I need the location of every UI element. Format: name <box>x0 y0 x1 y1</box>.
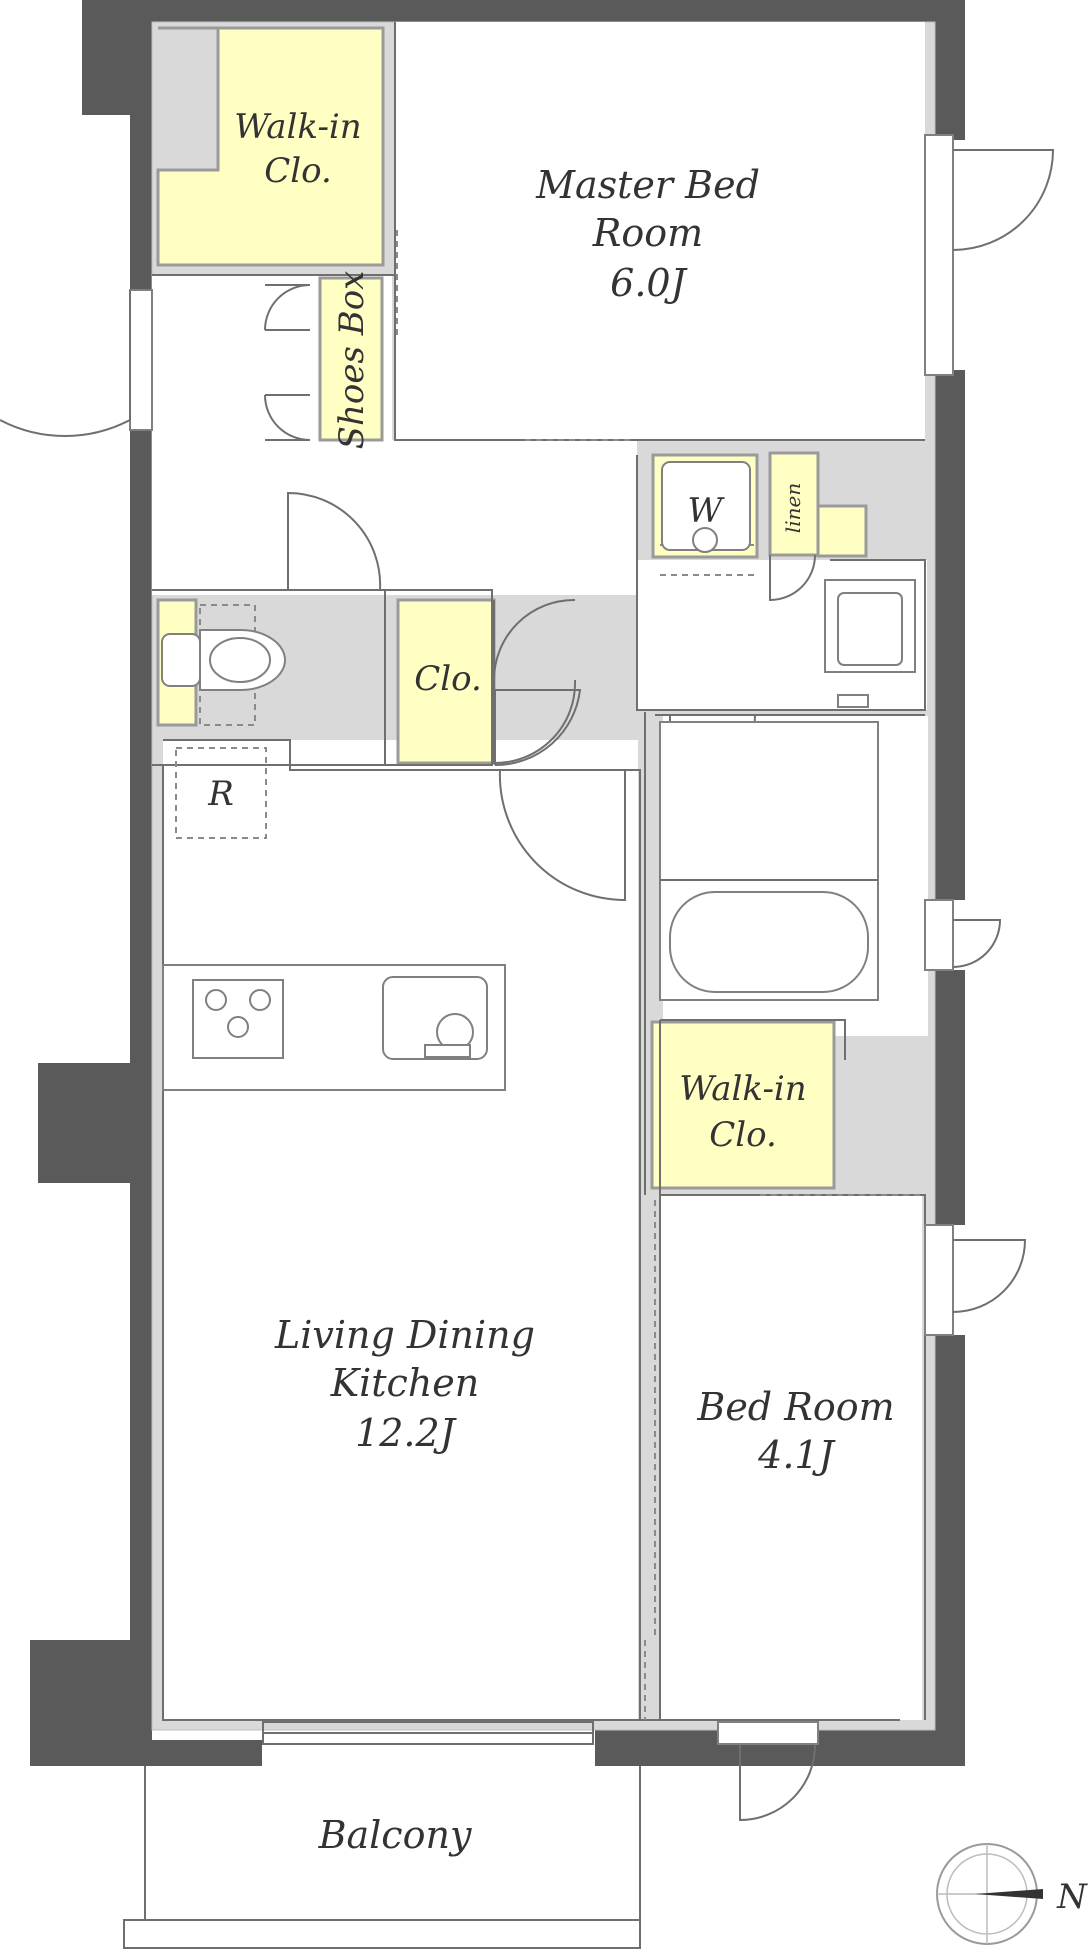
shoes-box <box>318 276 384 442</box>
closets <box>156 26 868 1190</box>
walk-in-closet-mid-label-2: Clo. <box>709 1115 777 1155</box>
dashed-lines <box>175 230 925 1720</box>
walk-in-closet-mid-label: Walk-in <box>679 1069 806 1109</box>
bed-room-label: Bed Room <box>696 1385 894 1429</box>
walk-in-closet-top-label: Walk-in <box>234 107 361 147</box>
compass: N <box>936 1843 1088 1945</box>
windows <box>129 134 954 1745</box>
walk-in-closet-top-label-2: Clo. <box>264 151 332 191</box>
north-arrow-icon <box>975 1889 1043 1899</box>
bed-room-size: 4.1J <box>757 1433 835 1477</box>
balcony <box>123 1721 641 1949</box>
ldk-size: 12.2J <box>355 1411 457 1455</box>
fridge-label: R <box>207 774 234 814</box>
door-swings <box>0 149 1055 1822</box>
kitchen-counter <box>162 964 506 1091</box>
walk-in-closet-top <box>156 26 385 267</box>
room-labels: Master Bed Room 6.0J Walk-in Clo. Shoes … <box>207 107 894 1857</box>
balcony-label: Balcony <box>318 1813 472 1857</box>
closet-center <box>396 598 496 765</box>
linen-closet <box>768 451 820 557</box>
linen-label: linen <box>781 483 805 533</box>
north-letter: N <box>1056 1877 1088 1917</box>
bathtub <box>659 721 879 1001</box>
ldk-label-2: Kitchen <box>330 1361 480 1405</box>
walk-in-closet-mid <box>650 1020 836 1190</box>
shoes-box-label: Shoes Box <box>332 271 372 450</box>
closet-label: Clo. <box>414 659 482 699</box>
ldk-label: Living Dining <box>274 1313 535 1357</box>
master-bed-size: 6.0J <box>610 261 687 305</box>
master-bed-label: Master Bed <box>535 163 760 207</box>
washbasin <box>824 579 916 708</box>
washer <box>661 461 751 553</box>
master-bed-label-2: Room <box>592 211 703 255</box>
washer-label: W <box>688 491 726 531</box>
toilet <box>161 629 286 691</box>
